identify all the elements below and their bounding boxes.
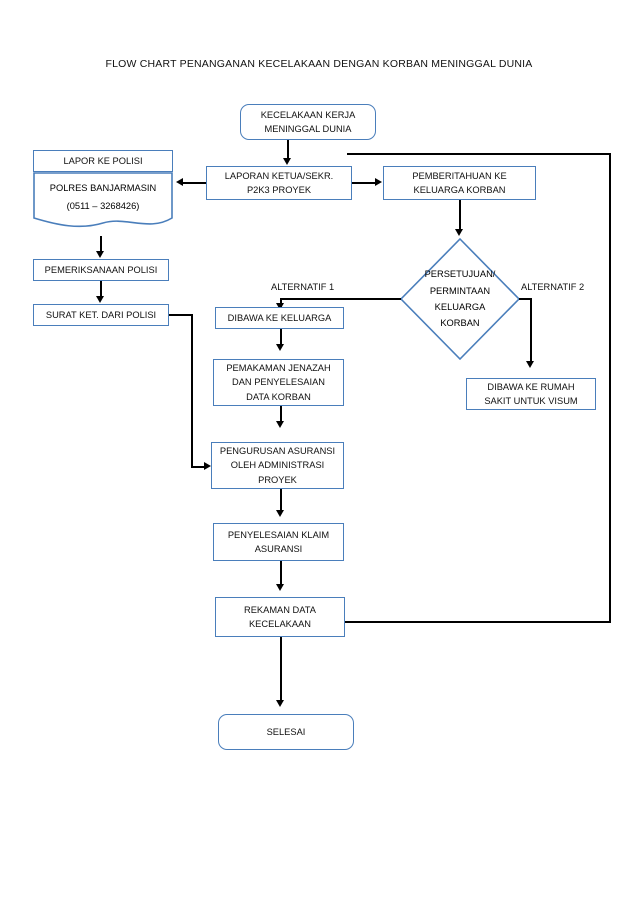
page-title: FLOW CHART PENANGANAN KECELAKAAN DENGAN …: [105, 58, 533, 70]
node-line: MENINGGAL DUNIA: [264, 124, 352, 134]
arrow-down-icon: [526, 361, 534, 368]
node-line: P2K3 PROYEK: [246, 185, 312, 195]
connector-pemeriksaan-to-surat: [100, 281, 102, 299]
node-line: DAN PENYELESAIAN: [231, 377, 325, 388]
connector-pemakaman-to-asuransi: [280, 406, 282, 424]
node-line: KECELAKAAN KERJA: [260, 109, 356, 120]
node-line: PEMBERITAHUAN KE: [412, 170, 507, 181]
arrow-down-icon: [276, 344, 284, 351]
connector-laporan-to-pemberitahuan: [352, 182, 375, 184]
node-surat-ket-dari-polisi[interactable]: SURAT KET. DARI POLISI: [33, 304, 169, 326]
arrow-down-icon: [96, 251, 104, 258]
arrow-down-icon: [276, 700, 284, 707]
node-pengurusan-asuransi[interactable]: PENGURUSAN ASURANSI OLEH ADMINISTRASI PR…: [211, 442, 344, 489]
node-line: SAKIT UNTUK VISUM: [484, 396, 578, 406]
connector-surat-right: [169, 314, 193, 316]
node-line: (0511 – 3268426): [66, 201, 140, 211]
connector-pemberitahuan-to-persetujuan: [459, 200, 461, 232]
node-polres-banjarmasin[interactable]: POLRES BANJARMASIN (0511 – 3268426): [33, 172, 173, 232]
node-pemberitahuan-keluarga[interactable]: PEMBERITAHUAN KE KELUARGA KORBAN: [383, 166, 536, 200]
node-line: REKAMAN DATA: [244, 604, 316, 615]
node-persetujuan-permintaan-keluarga-korban[interactable]: PERSETUJUAN/ PERMINTAAN KELUARGA KORBAN: [400, 238, 520, 360]
connector-alternatif1-vertical: [280, 298, 282, 307]
connector-alternatif1-horizontal: [280, 298, 401, 300]
node-line: KECELAKAAN: [248, 619, 311, 629]
node-text: POLRES BANJARMASIN (0511 – 3268426): [33, 172, 173, 232]
node-line: PENYELESAIAN KLAIM: [227, 529, 330, 540]
arrow-down-icon: [276, 584, 284, 591]
connector-alternatif2-vertical: [530, 298, 532, 364]
arrow-down-icon: [276, 303, 284, 310]
node-line: KORBAN: [440, 318, 480, 329]
arrow-right-icon: [204, 462, 211, 470]
node-kecelakaan-kerja[interactable]: KECELAKAAN KERJA MENINGGAL DUNIA: [240, 104, 376, 140]
arrow-down-icon: [455, 229, 463, 236]
node-line: LAPOR KE POLISI: [63, 155, 143, 166]
node-line: DIBAWA KE KELUARGA: [227, 312, 332, 323]
node-dibawa-ke-rumah-sakit[interactable]: DIBAWA KE RUMAH SAKIT UNTUK VISUM: [466, 378, 596, 410]
connector-laporan-to-polres: [183, 182, 206, 184]
connector-feedback-bottom: [345, 621, 611, 623]
node-penyelesaian-klaim-asuransi[interactable]: PENYELESAIAN KLAIM ASURANSI: [213, 523, 344, 561]
node-line: PERMINTAAN: [429, 285, 491, 296]
node-lapor-ke-polisi[interactable]: LAPOR KE POLISI: [33, 150, 173, 172]
node-line: SELESAI: [266, 726, 306, 737]
node-pemeriksaan-polisi[interactable]: PEMERIKSANAAN POLISI: [33, 259, 169, 281]
connector-polres-to-pemeriksaan: [100, 236, 102, 254]
node-laporan-ketua-sekr[interactable]: LAPORAN KETUA/SEKR. P2K3 PROYEK: [206, 166, 352, 200]
node-line: LAPORAN KETUA/SEKR.: [224, 170, 334, 181]
node-line: POLRES BANJARMASIN: [49, 183, 157, 194]
connector-start-to-laporan: [287, 140, 289, 160]
arrow-down-icon: [276, 510, 284, 517]
node-text: PERSETUJUAN/ PERMINTAAN KELUARGA KORBAN: [400, 238, 520, 360]
connector-rekaman-to-selesai: [280, 637, 282, 703]
node-line: PEMAKAMAN JENAZAH: [226, 362, 331, 373]
connector-asuransi-to-klaim: [280, 489, 282, 513]
arrow-right-icon: [375, 178, 382, 186]
arrow-down-icon: [276, 421, 284, 428]
node-selesai[interactable]: SELESAI: [218, 714, 354, 750]
node-line: PROYEK: [258, 474, 297, 485]
node-rekaman-data-kecelakaan[interactable]: REKAMAN DATA KECELAKAAN: [215, 597, 345, 637]
connector-feedback-top: [347, 153, 611, 155]
arrow-down-icon: [283, 158, 291, 165]
connector-surat-to-asuransi: [191, 466, 207, 468]
decision-diamond-icon: [400, 238, 520, 360]
connector-feedback-right: [609, 153, 611, 623]
node-line: PEMERIKSANAAN POLISI: [44, 264, 158, 275]
node-line: PENGURUSAN ASURANSI: [219, 445, 336, 456]
node-line: KELUARGA: [434, 302, 486, 312]
node-pemakaman-jenazah[interactable]: PEMAKAMAN JENAZAH DAN PENYELESAIAN DATA …: [213, 359, 344, 406]
node-line: ASURANSI: [254, 544, 303, 554]
node-line: KELUARGA KORBAN: [413, 185, 506, 195]
label-alternatif-2: ALTERNATIF 2: [521, 282, 585, 292]
label-alternatif-1: ALTERNATIF 1: [271, 282, 335, 292]
document-shape-icon: [33, 172, 173, 228]
node-line: DIBAWA KE RUMAH: [487, 381, 575, 392]
node-line: DATA KORBAN: [246, 391, 311, 402]
connector-klaim-to-rekaman: [280, 561, 282, 587]
node-line: PERSETUJUAN/: [424, 269, 496, 280]
node-line: SURAT KET. DARI POLISI: [45, 309, 157, 320]
arrow-down-icon: [96, 296, 104, 303]
node-dibawa-ke-keluarga[interactable]: DIBAWA KE KELUARGA: [215, 307, 344, 329]
connector-alternatif2-horizontal: [519, 298, 532, 300]
connector-surat-down: [191, 314, 193, 467]
node-line: OLEH ADMINISTRASI: [230, 460, 325, 471]
connector-keluarga-to-pemakaman: [280, 329, 282, 347]
arrow-left-icon: [176, 178, 183, 186]
